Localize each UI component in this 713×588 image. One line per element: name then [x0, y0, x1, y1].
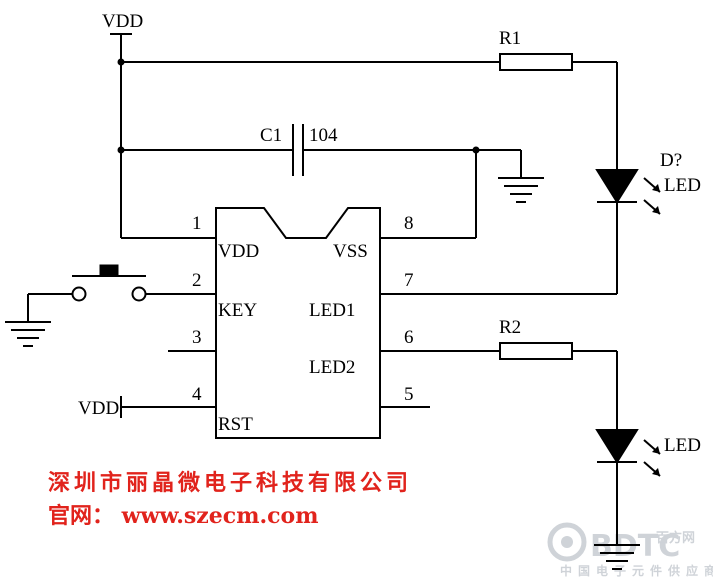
ground-icon-bottom [594, 544, 640, 570]
ground-icon-top [498, 177, 544, 203]
pushbutton-switch [71, 264, 147, 302]
pin-7-number: 7 [404, 270, 414, 291]
pin-4-name: RST [218, 414, 253, 435]
pin-1-name: VDD [218, 241, 259, 262]
vdd-top-label: VDD [102, 11, 143, 32]
c1-value-label: 104 [309, 125, 338, 146]
watermark-brand-cn: 百方网 [656, 530, 695, 546]
pin-5-number: 5 [404, 384, 414, 405]
watermark-brand: BDTC [590, 529, 680, 564]
watermark-tagline: 中国电子元件供应商 [560, 563, 713, 578]
resistor-r2: R2 [499, 317, 573, 360]
company-name: 深圳市丽晶微电子科技有限公司 [48, 470, 412, 496]
pin-7-name: LED1 [309, 300, 355, 321]
pin-2-number: 2 [192, 270, 202, 291]
pin-8-name: VSS [333, 241, 368, 262]
pin-8-number: 8 [404, 213, 414, 234]
junction-dot [117, 146, 125, 154]
led-d1: D? LED [595, 150, 701, 215]
junction-dot [472, 146, 480, 154]
ic-chip: 1 VDD 2 KEY 3 4 RST 8 VSS 7 LED1 6 LED2 … [192, 207, 414, 439]
pin-6-number: 6 [404, 327, 414, 348]
pin-1-number: 1 [192, 213, 202, 234]
pin-3-number: 3 [192, 327, 202, 348]
r1-label: R1 [499, 28, 521, 49]
vdd-top-symbol: VDD [102, 11, 143, 62]
c1-ref-label: C1 [260, 125, 282, 146]
d2-type-label: LED [664, 435, 701, 456]
vdd-rst-symbol: VDD [78, 396, 122, 419]
pin-2-name: KEY [218, 300, 257, 321]
ground-icon-switch [5, 321, 51, 347]
wires [27, 61, 618, 545]
capacitor-c1: C1 104 [260, 124, 338, 176]
led-d2: LED [595, 429, 701, 477]
junctions [117, 58, 480, 154]
pin-6-name: LED2 [309, 357, 355, 378]
watermark-logo-icon [547, 522, 587, 562]
watermark: BDTC 百方网 中国电子元件供应商 [547, 522, 713, 578]
d1-ref-label: D? [660, 150, 682, 171]
resistor-r1: R1 [499, 28, 573, 71]
company-website: 官网： www.szecm.com [48, 503, 318, 529]
junction-dot [117, 58, 125, 66]
r2-label: R2 [499, 317, 521, 338]
vdd-rst-label: VDD [78, 398, 119, 419]
d1-type-label: LED [664, 175, 701, 196]
pin-4-number: 4 [192, 384, 202, 405]
